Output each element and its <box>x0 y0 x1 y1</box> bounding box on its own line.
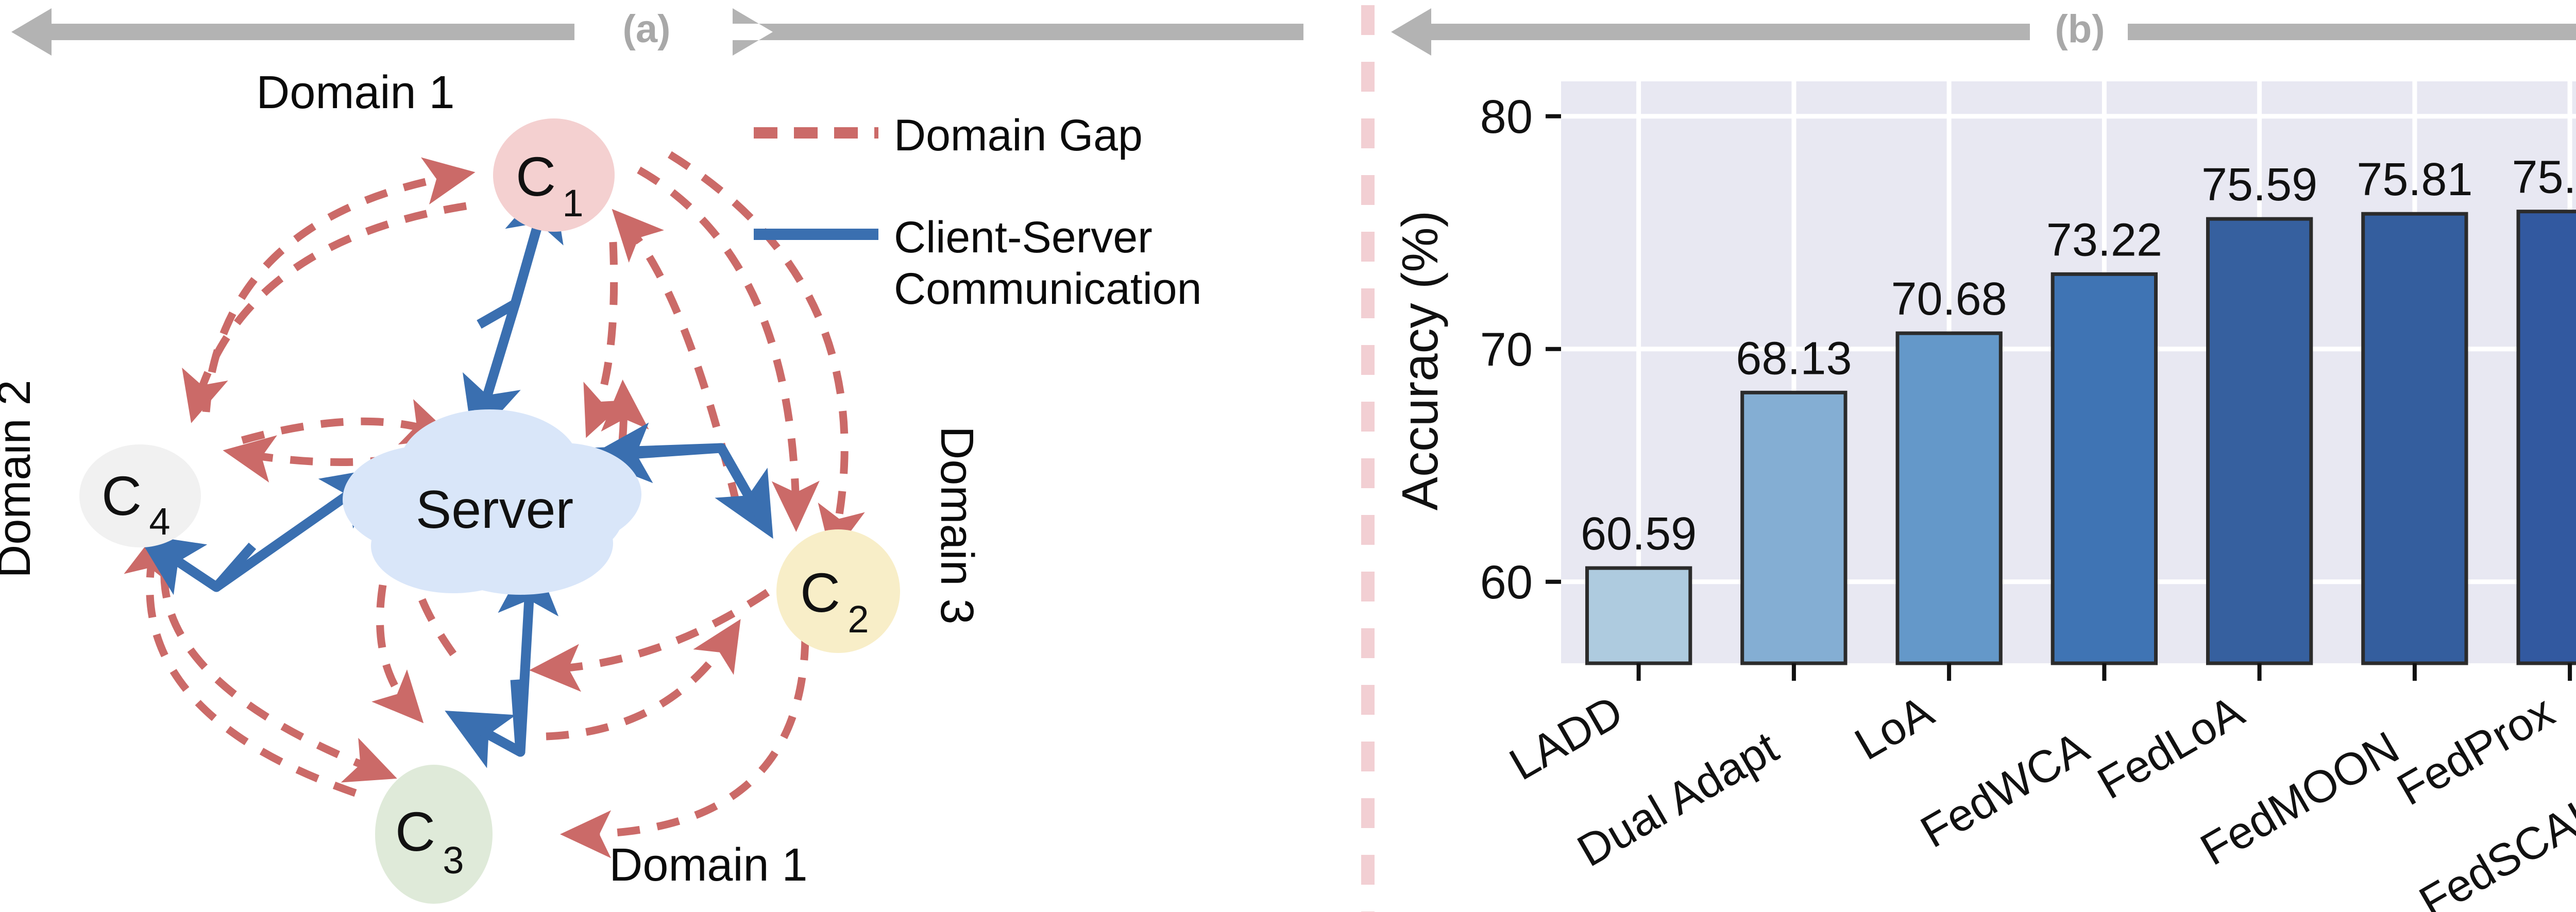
bar-fedwca <box>2050 272 2158 665</box>
y-axis-title: Accuracy (%) <box>1392 211 1448 511</box>
svg-text:4: 4 <box>149 500 170 543</box>
panel-a-label: (a) <box>623 7 671 51</box>
client-server-edges <box>137 175 773 768</box>
y-tick-label-60: 60 <box>1480 556 1533 609</box>
bar-value-fedmoon: 75.81 <box>2357 154 2472 205</box>
domain-label-right: Domain 3 <box>931 426 982 624</box>
x-axis-ticks <box>1636 663 2572 681</box>
bar-dual-adapt <box>1740 390 1848 665</box>
y-tick-label-80: 80 <box>1480 91 1533 143</box>
server-node: Server <box>343 409 641 595</box>
svg-text:2: 2 <box>848 598 869 641</box>
svg-text:3: 3 <box>443 839 464 882</box>
bars <box>1585 210 2576 665</box>
y-tick-label-70: 70 <box>1480 323 1533 376</box>
bar-value-loa: 70.68 <box>1891 273 2007 325</box>
bar-fedloa <box>2206 217 2313 665</box>
svg-text:1: 1 <box>562 182 583 225</box>
domain-label-top: Domain 1 <box>256 67 454 118</box>
bar-fedprox <box>2516 210 2576 665</box>
domain-label-bottom: Domain 1 <box>609 839 807 891</box>
bar-loa <box>1895 331 2003 665</box>
panel-b-header-arrow <box>1391 8 2576 56</box>
client-node-c1: C 1 <box>493 118 615 232</box>
svg-text:C: C <box>800 561 840 624</box>
bar-fedmoon <box>2361 212 2468 665</box>
panel-b-label: (b) <box>2055 7 2105 51</box>
legend-domain-gap-label: Domain Gap <box>894 111 1143 160</box>
bar-value-dual-adapt: 68.13 <box>1736 333 1852 384</box>
y-axis <box>1546 114 1561 584</box>
panel-a-header-arrow <box>11 8 1303 56</box>
legend-client-server-label-2: Communication <box>894 264 1201 314</box>
bar-value-fedloa: 75.59 <box>2201 159 2317 211</box>
bar-value-fedwca: 73.22 <box>2046 214 2162 266</box>
bar-ladd <box>1585 566 1692 665</box>
client-node-c3: C 3 <box>375 765 493 904</box>
client-node-c2: C 2 <box>776 529 900 653</box>
server-label: Server <box>416 480 573 540</box>
panel-a-diagram: Server C 1 C 4 C 2 C 3 Domain 1 Domain 2… <box>0 67 1201 904</box>
bar-value-ladd: 60.59 <box>1581 508 1697 560</box>
svg-text:C: C <box>395 800 435 863</box>
legend-client-server: Client-Server Communication <box>754 213 1201 314</box>
domain-label-left: Domain 2 <box>0 380 40 578</box>
svg-text:C: C <box>516 145 556 208</box>
svg-text:C: C <box>101 464 142 527</box>
client-node-c4: C 4 <box>79 444 201 547</box>
legend-client-server-label-1: Client-Server <box>894 213 1153 262</box>
bar-value-fedprox: 75.91 <box>2512 152 2576 203</box>
legend-domain-gap: Domain Gap <box>754 111 1143 160</box>
